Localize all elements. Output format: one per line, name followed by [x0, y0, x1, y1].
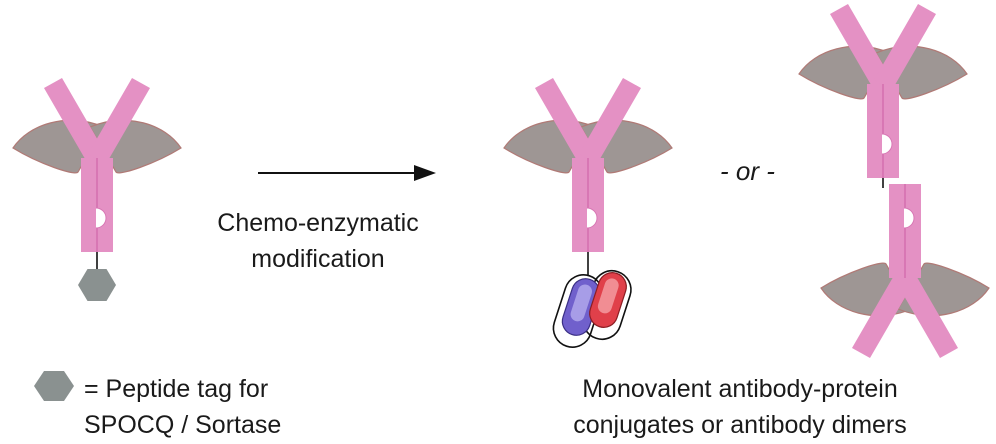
antibody-protein-conjugate: [503, 77, 673, 348]
legend-peptide-tag-icon: [34, 371, 74, 401]
reaction-arrow-icon: [258, 165, 436, 181]
step-label: Chemo-enzymatic modification: [190, 205, 446, 277]
result-label-line2: conjugates or antibody dimers: [573, 411, 907, 439]
result-label: Monovalent antibody-protein conjugates o…: [510, 371, 970, 443]
antibody-dimer: [798, 3, 990, 359]
legend-line2: SPOCQ / Sortase: [84, 411, 282, 439]
step-label-line2: modification: [251, 245, 385, 273]
step-label-line1: Chemo-enzymatic: [217, 209, 419, 237]
peptide-tag-icon: [78, 269, 116, 301]
result-label-line1: Monovalent antibody-protein: [582, 375, 898, 403]
antibody-unmodified: [12, 77, 182, 301]
legend-text: = Peptide tag for SPOCQ / Sortase: [84, 371, 281, 443]
legend-line1: = Peptide tag for: [84, 375, 269, 403]
or-label: - or -: [720, 156, 775, 186]
